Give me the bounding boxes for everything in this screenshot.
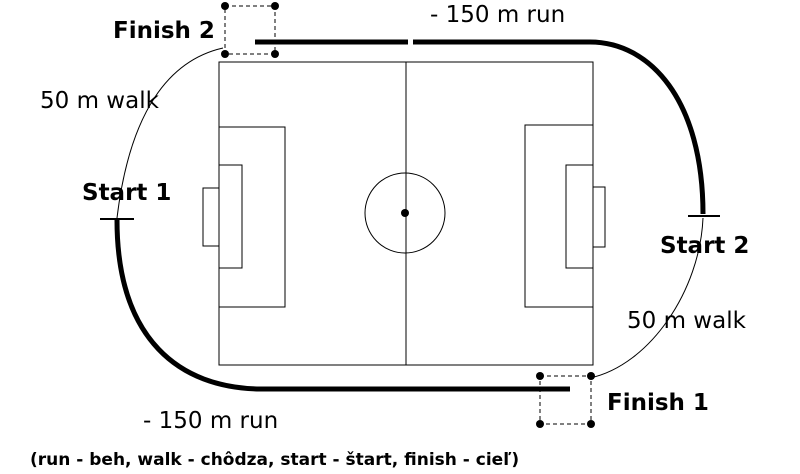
left-goal xyxy=(202,187,220,247)
run-top-label: - 150 m run xyxy=(430,2,565,28)
translation-legend: (run - beh, walk - chôdza, start - štart… xyxy=(30,450,519,470)
run-bottom-label: - 150 m run xyxy=(143,408,278,434)
walk-right-label: 50 m walk xyxy=(627,308,747,334)
start-2-label: Start 2 xyxy=(660,233,749,259)
left-penalty-area xyxy=(218,126,286,308)
finish-2-dot xyxy=(221,2,229,10)
finish-2-box xyxy=(224,5,276,55)
finish-2-dot xyxy=(221,50,229,58)
finish-2-dot xyxy=(271,50,279,58)
right-goal-area xyxy=(565,164,594,269)
walk-path-right xyxy=(589,217,704,379)
football-pitch xyxy=(202,61,606,366)
run-path-top-right xyxy=(413,39,706,215)
finish-1-box xyxy=(539,375,592,425)
finish-1-dot xyxy=(587,420,595,428)
finish-2-label: Finish 2 xyxy=(113,18,215,44)
center-circle xyxy=(364,172,446,254)
walk-path-left xyxy=(116,47,224,219)
run-path-bottom xyxy=(114,219,570,392)
finish-2-dot xyxy=(271,2,279,10)
finish-2-marker xyxy=(221,2,279,58)
finish-1-dot xyxy=(536,372,544,380)
walk-left-label: 50 m walk xyxy=(40,88,160,114)
right-penalty-area xyxy=(524,124,594,308)
finish-1-dot xyxy=(587,372,595,380)
finish-1-marker xyxy=(536,372,595,428)
right-goal xyxy=(592,186,606,248)
left-goal-area xyxy=(218,164,243,269)
finish-1-dot xyxy=(536,420,544,428)
center-spot xyxy=(401,209,409,217)
finish-1-label: Finish 1 xyxy=(607,390,709,416)
start-1-label: Start 1 xyxy=(82,180,171,206)
